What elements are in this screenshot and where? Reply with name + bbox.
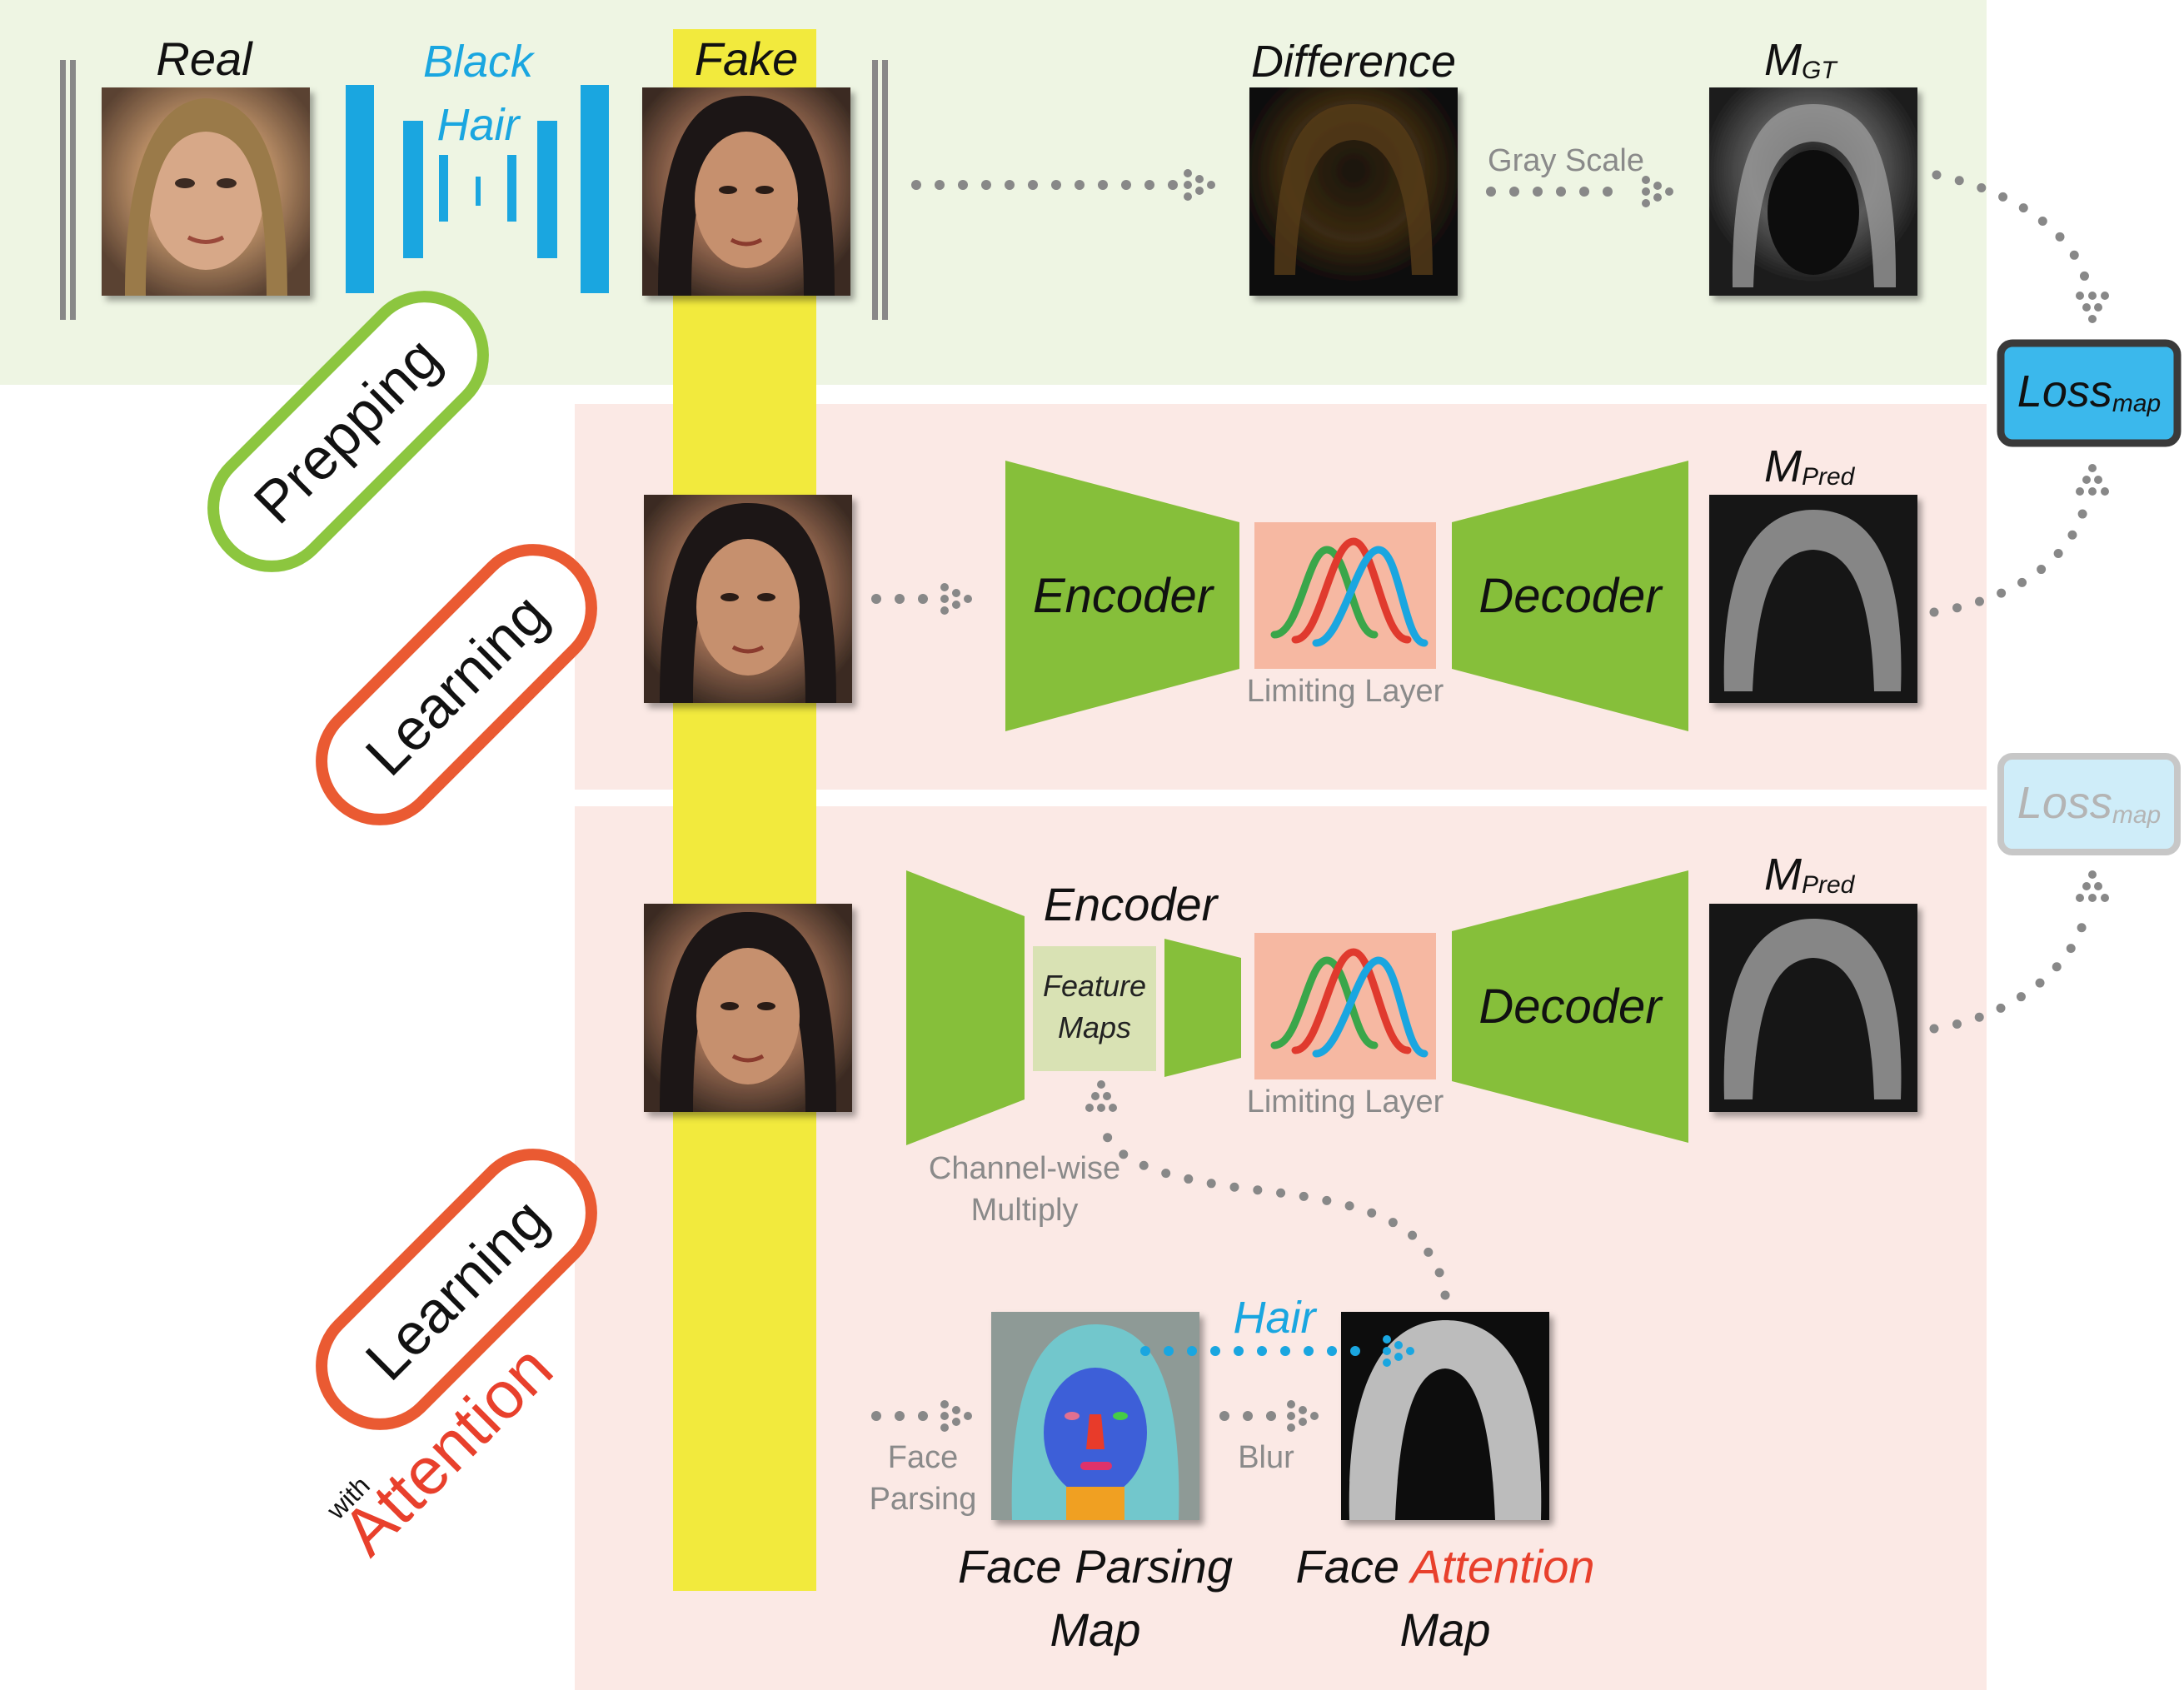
face-attention-map-caption-1: Face Attention [1295,1540,1594,1593]
loss-map-box-faded: Lossmap [1997,753,2181,855]
face-attention-map-caption-2: Map [1400,1603,1491,1656]
arrow-difference-to-mgt [1486,176,1673,207]
encoder-label: Encoder [1033,569,1215,623]
left-bracket [60,60,66,320]
feature-maps-box: Feature Maps [1033,946,1156,1071]
hair-generator-network [346,85,609,293]
encoder-label-attention: Encoder [1044,878,1219,930]
real-label: Real [156,32,253,85]
loss-map-box: Lossmap [1997,339,2182,447]
fake-face-image-attention [644,904,852,1112]
face-attention-map-image [1341,1312,1549,1520]
arrow-fake-to-difference [911,169,1215,201]
arrow-face-to-encoder [871,583,972,615]
m-pred-image-attention [1709,904,1917,1112]
hair-attention-label: Hair [1233,1293,1317,1343]
m-pred-image-learning [1709,495,1917,703]
limiting-layer-attention [1254,933,1436,1079]
hair-label: Hair [436,100,521,150]
limiting-layer-label: Limiting Layer [1247,674,1444,709]
face-parsing-step-label-2: Parsing [870,1482,977,1517]
real-face-image [102,87,310,296]
prepping-region [0,0,1987,385]
decoder-block [1452,461,1688,731]
black-label: Black [423,37,536,87]
channel-wise-label: Channel-wise [929,1151,1120,1186]
face-parsing-map-caption-2: Map [1050,1603,1141,1656]
blur-label: Blur [1238,1440,1294,1475]
encoder-block [1005,461,1239,731]
fake-face-image-top [642,87,850,296]
face-parsing-map-image [991,1312,1199,1520]
encoder-block-front [906,870,1025,1145]
right-bracket [872,60,878,320]
m-gt-image [1709,87,1917,296]
m-pred-label-attention: MPred [1764,850,1856,900]
svg-text:Lossmap: Lossmap [2017,366,2161,417]
encoder-block-back [1164,939,1241,1077]
arrow-face-to-parsing [871,1400,972,1432]
difference-image [1249,87,1458,296]
arrow-parsing-to-attention [1219,1400,1319,1432]
gray-scale-label: Gray Scale [1488,143,1644,178]
fake-face-image-learning [644,495,852,703]
face-parsing-map-caption-1: Face Parsing [958,1540,1233,1593]
face-parsing-step-label-1: Face [888,1440,958,1475]
decoder-label: Decoder [1478,569,1663,623]
m-pred-label-learning: MPred [1764,441,1856,491]
limiting-layer-label-attention: Limiting Layer [1247,1084,1444,1119]
arrow-hair-to-attention [1140,1335,1414,1367]
learning-pill: Learning [316,544,597,825]
decoder-label-attention: Decoder [1478,980,1663,1034]
limiting-layer [1254,522,1436,669]
decoder-block-attention [1452,870,1688,1143]
svg-text:Maps: Maps [1058,1010,1131,1044]
difference-label: Difference [1251,37,1456,87]
multiply-label: Multiply [971,1193,1079,1228]
svg-text:Feature: Feature [1043,969,1146,1003]
fake-label: Fake [695,32,799,85]
m-gt-label: MGT [1764,35,1838,85]
svg-text:Lossmap: Lossmap [2017,778,2161,829]
arrow-attention-to-feature-maps [1096,1115,1450,1300]
